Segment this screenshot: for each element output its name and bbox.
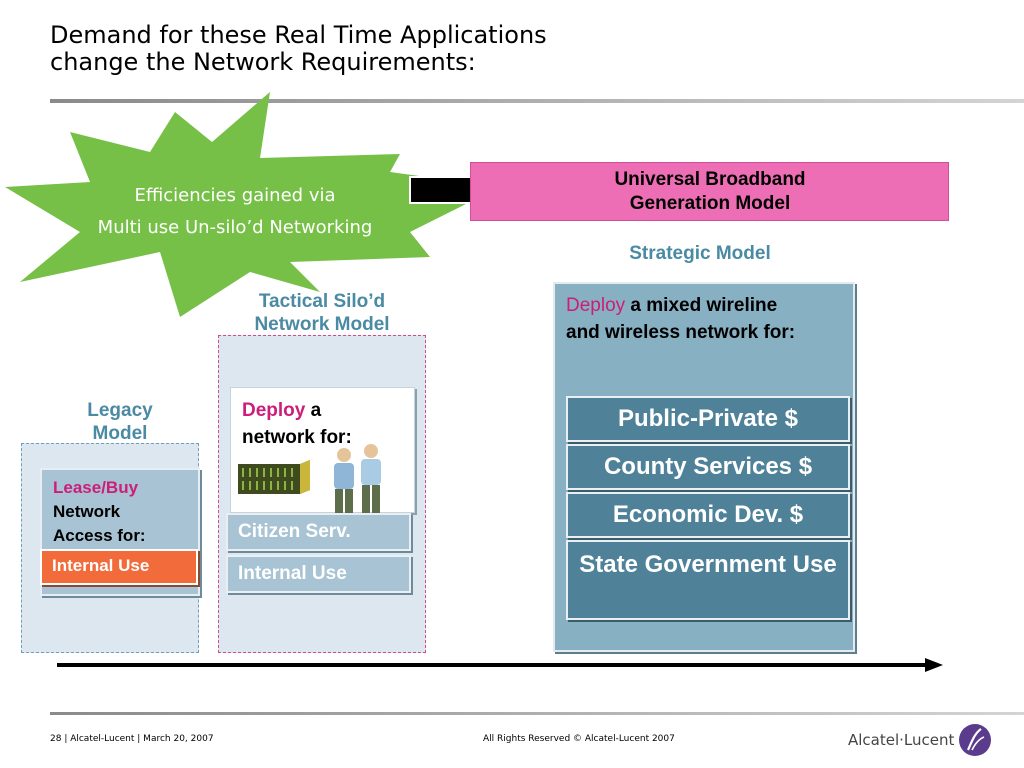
footer-page-info: 28 | Alcatel-Lucent | March 20, 2007 (50, 734, 214, 744)
citizen-serv-button[interactable]: Citizen Serv. (226, 513, 411, 551)
ubgm-label-line-1: Universal Broadband (614, 169, 806, 190)
legacy-label-line-2: Model (92, 423, 148, 444)
starburst-shape (5, 92, 500, 317)
person-icon (361, 444, 381, 513)
legacy-accent-text: Lease/Buy (53, 478, 139, 497)
burst-text: Efficiencies gained via Multi use Un-sil… (50, 180, 420, 244)
footer-divider (50, 712, 1024, 715)
tactical-card-text: Deploy a network for: (242, 397, 352, 451)
tactical-accent-text: Deploy (242, 400, 306, 421)
strategic-accent-text: Deploy (566, 295, 626, 316)
legacy-text-line-3: Access for: (53, 526, 146, 545)
legacy-text-line-2: Network (53, 502, 121, 521)
burst-text-line-1: Efficiencies gained via (134, 185, 336, 206)
tactical-internal-use-button[interactable]: Internal Use (226, 555, 411, 593)
tactical-model-label: Tactical Silo’d Network Model (222, 290, 422, 336)
tactical-text-line-2: network for: (242, 427, 352, 448)
legacy-internal-use-button[interactable]: Internal Use (40, 549, 198, 585)
person-icon (334, 448, 354, 517)
server-rack-icon (238, 460, 310, 494)
company-logo-text: Alcatel·Lucent (848, 731, 955, 749)
footer-copyright: All Rights Reserved © Alcatel-Lucent 200… (483, 734, 675, 744)
ubgm-label: Universal Broadband Generation Model (560, 168, 860, 216)
strategic-text-rest: a mixed wireline (625, 295, 778, 316)
slide-title-line-1: Demand for these Real Time Applications (50, 21, 547, 49)
timeline-arrow-icon (57, 658, 943, 672)
title-divider (50, 99, 1024, 103)
company-logo-icon (959, 724, 991, 756)
legacy-card-text: Lease/Buy Network Access for: (53, 476, 146, 548)
ubgm-box (470, 162, 949, 221)
slide-title-line-2: change the Network Requirements: (50, 48, 476, 76)
strategic-text-line-2: and wireless network for: (566, 322, 796, 343)
county-services-button[interactable]: County Services $ (566, 444, 850, 490)
strategic-model-label: Strategic Model (629, 243, 771, 264)
state-government-use-button[interactable]: State Government Use (566, 540, 850, 620)
tactical-label-line-2: Network Model (254, 314, 390, 335)
tactical-text-rest: a (305, 400, 322, 421)
economic-dev-button[interactable]: Economic Dev. $ (566, 492, 850, 538)
legacy-label-line-1: Legacy (87, 400, 153, 421)
legacy-model-label: Legacy Model (60, 399, 180, 445)
public-private-button[interactable]: Public-Private $ (566, 396, 850, 442)
strategic-card-text: Deploy a mixed wireline and wireless net… (566, 292, 856, 346)
slide-title: Demand for these Real Time Applications … (50, 22, 547, 76)
burst-text-line-2: Multi use Un-silo’d Networking (97, 217, 373, 238)
tactical-label-line-1: Tactical Silo’d (258, 291, 386, 312)
ubgm-label-line-2: Generation Model (629, 193, 791, 214)
